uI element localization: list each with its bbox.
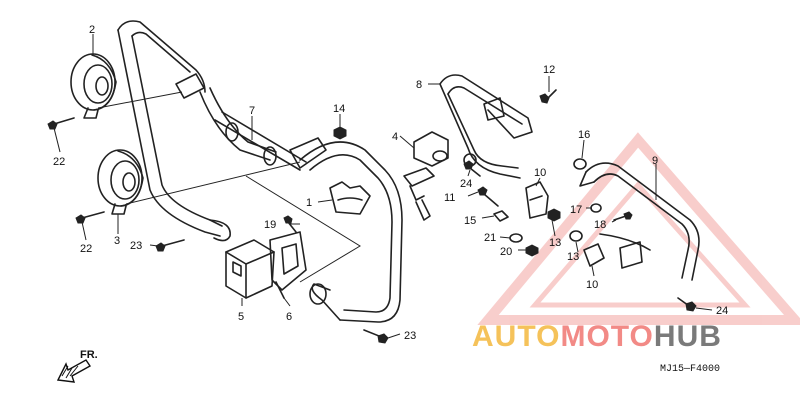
callout-label: 6 xyxy=(286,311,292,323)
lock-assembly xyxy=(403,131,477,221)
callout-label: 12 xyxy=(543,64,555,76)
callout-label: 13 xyxy=(549,237,561,249)
callout-numbers: 1 2 3 4 5 6 7 8 9 10 10 11 12 13 13 14 1… xyxy=(53,24,728,342)
watermark-auto: AUTO xyxy=(472,320,560,353)
callout-label: 10 xyxy=(586,279,598,291)
guard-bar-right xyxy=(299,141,403,323)
watermark-hub: HUB xyxy=(654,320,722,353)
callout-label: 14 xyxy=(333,103,345,115)
relay-unit xyxy=(225,239,275,299)
callout-label: 20 xyxy=(500,246,512,258)
stay-bar xyxy=(214,111,327,171)
callout-label: 2 xyxy=(89,24,95,36)
mount-bracket-lower xyxy=(583,243,605,267)
guard-bar-9 xyxy=(579,162,700,281)
fasteners xyxy=(47,89,697,344)
callout-label: 24 xyxy=(716,305,728,317)
direction-arrow-icon xyxy=(56,359,92,383)
watermark-logo: AUTOMOTOHUB xyxy=(472,320,722,353)
callout-label: 8 xyxy=(416,79,422,91)
callout-label: 17 xyxy=(570,204,582,216)
callout-label: 24 xyxy=(460,178,472,190)
callout-label: 23 xyxy=(130,240,142,252)
callout-label: 19 xyxy=(264,219,276,231)
horn-lower xyxy=(97,149,144,215)
callout-leaders xyxy=(53,34,713,339)
callout-label: 9 xyxy=(652,155,658,167)
callout-label: 4 xyxy=(392,131,398,143)
guard-bar-left xyxy=(117,20,277,242)
callout-label: 15 xyxy=(464,215,476,227)
watermark-moto: MOTO xyxy=(560,320,653,353)
callout-label: 13 xyxy=(567,251,579,263)
direction-label: FR. xyxy=(80,349,98,361)
callout-label: 11 xyxy=(444,192,455,204)
callout-label: 10 xyxy=(534,167,546,179)
grab-bracket xyxy=(439,74,533,179)
callout-label: 18 xyxy=(594,219,606,231)
callout-label: 22 xyxy=(80,243,92,255)
callout-label: 23 xyxy=(404,330,416,342)
reference-lines xyxy=(97,91,361,283)
callout-label: 22 xyxy=(53,156,65,168)
clamp-part xyxy=(329,181,371,215)
callout-label: 5 xyxy=(238,311,244,323)
watermark-triangle xyxy=(477,132,800,325)
callout-label: 7 xyxy=(249,105,255,117)
diagram-code: MJ15—F4000 xyxy=(660,364,720,375)
callout-label: 3 xyxy=(114,235,120,247)
relay-bracket xyxy=(269,231,307,299)
callout-label: 21 xyxy=(484,232,496,244)
callout-label: 1 xyxy=(306,197,312,209)
horn-upper xyxy=(70,53,117,119)
callout-label: 16 xyxy=(578,129,590,141)
mount-bracket-upper xyxy=(525,181,549,219)
